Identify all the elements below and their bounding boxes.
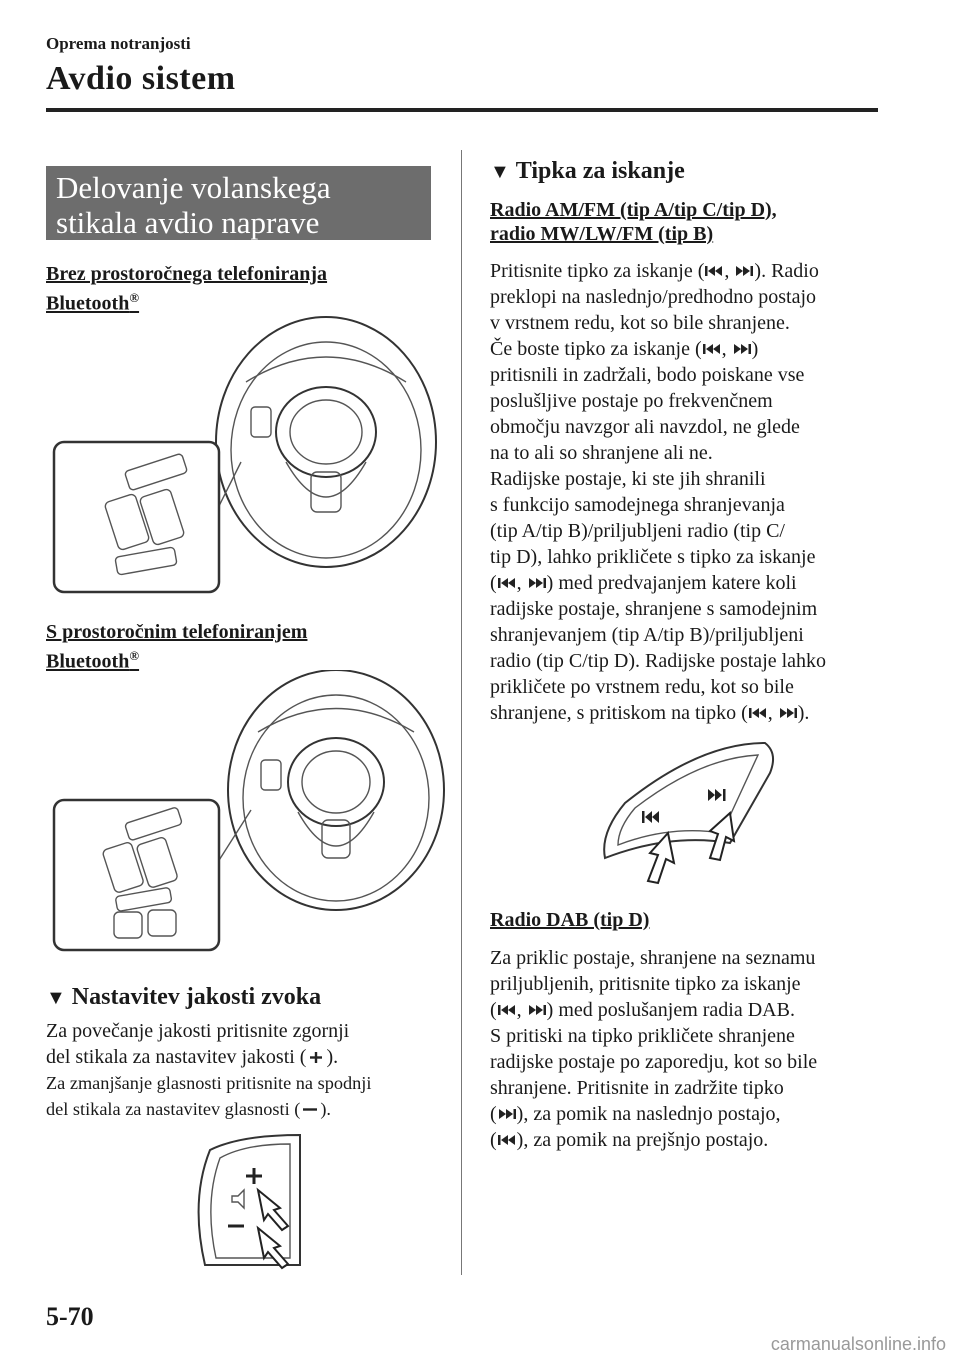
triangle-bullet-icon: ▼	[46, 987, 66, 1009]
steering-wheel-illustration-2	[52, 670, 445, 952]
seek-heading-text: Tipka za iskanje	[515, 158, 685, 184]
seek-forward-icon	[498, 1109, 516, 1119]
seek-back-icon	[497, 1135, 515, 1145]
text-line: poslušljive postaje po frekvenčnem	[490, 390, 773, 412]
text-line: del stikala za nastavitev jakosti (	[46, 1046, 307, 1068]
text-line: tip D), lahko prikličete s tipko za iska…	[490, 546, 816, 568]
text-line: priljubljenih, pritisnite tipko za iskan…	[490, 973, 801, 995]
text-line: (	[490, 572, 497, 594]
subheading-line1: S prostoročnim telefoniranjem	[46, 621, 308, 643]
seek-back-icon	[497, 578, 515, 588]
section-label: Oprema notranjosti	[46, 34, 191, 53]
text-line: radijske postaje po zaporedju, kot so bi…	[490, 1051, 818, 1073]
text-line: na to ali so shranjene ali ne.	[490, 442, 713, 464]
header-divider	[46, 108, 878, 112]
text-line: (tip A/tip B)/priljubljeni radio (tip C/	[490, 520, 785, 542]
comma: ,	[724, 260, 735, 282]
text-line: pritisnili in zadržali, bodo poiskane vs…	[490, 364, 805, 386]
radio-am-fm-subheading: Radio AM/FM (tip A/tip C/tip D), radio M…	[490, 198, 777, 246]
subheading-line2: radio MW/LW/FM (tip B)	[490, 223, 714, 245]
text-line: Če boste tipko za iskanje (	[490, 338, 702, 360]
seek-forward-icon	[708, 789, 726, 801]
section-title-line1: Delovanje volanskega	[56, 170, 331, 205]
subheading-without-handsfree: Brez prostoročnega telefoniranja Bluetoo…	[46, 262, 327, 316]
registered-mark: ®	[129, 648, 140, 663]
text-line: shranjene, s pritiskom na tipko (	[490, 702, 748, 724]
volume-heading: ▼Nastavitev jakosti zvoka	[46, 983, 321, 1012]
text-line: ), za pomik na naslednjo postajo,	[516, 1103, 781, 1125]
seek-heading: ▼Tipka za iskanje	[490, 157, 685, 186]
text-line: radio (tip C/tip D). Radijske postaje la…	[490, 650, 827, 672]
subheading-with-handsfree: S prostoročnim telefoniranjem Bluetooth®	[46, 620, 307, 674]
text-line: (	[490, 1129, 497, 1151]
text-line: ) med predvajanjem katere koli	[546, 572, 797, 594]
page-title: Avdio sistem	[46, 60, 236, 97]
text-line: območju navzgor ali navzdol, ne glede	[490, 416, 800, 438]
text-line: shranjevanjem (tip A/tip B)/priljubljeni	[490, 624, 804, 646]
seek-forward-icon	[736, 266, 754, 276]
page-number: 5-70	[46, 1302, 94, 1331]
text-line: (	[490, 1103, 497, 1125]
steering-wheel-illustration-1	[52, 316, 437, 594]
volume-switch-illustration	[197, 1133, 301, 1270]
seek-forward-icon	[733, 344, 751, 354]
triangle-bullet-icon: ▼	[490, 161, 510, 183]
seek-back-icon	[497, 1005, 515, 1015]
text-line: Radijske postaje, ki ste jih shranili	[490, 468, 766, 490]
watermark: carmanualsonline.info	[770, 1334, 946, 1354]
text-line: shranjene. Pritisnite in zadržite tipko	[490, 1077, 784, 1099]
text-line: ), za pomik na prejšnjo postajo.	[516, 1129, 769, 1151]
text-line: del stikala za nastavitev glasnosti (	[46, 1099, 301, 1119]
seek-back-icon	[642, 811, 659, 823]
section-title-line2: stikala avdio naprave	[56, 205, 320, 240]
seek-forward-icon	[528, 1005, 546, 1015]
registered-mark: ®	[129, 290, 140, 305]
comma: ,	[516, 572, 527, 594]
plus-icon	[310, 1052, 323, 1063]
text-line: Za zmanjšanje glasnosti pritisnite na sp…	[46, 1073, 372, 1093]
text-line: prikličete po vrstnem redu, kot so bile	[490, 676, 794, 698]
comma: ,	[721, 338, 732, 360]
subheading-line1: Radio AM/FM (tip A/tip C/tip D),	[490, 199, 777, 221]
seek-switch-illustration	[603, 741, 775, 885]
text-line: ).	[797, 702, 810, 724]
subheading-line2: Bluetooth	[46, 292, 130, 315]
seek-back-icon	[748, 708, 766, 718]
seek-back-icon	[702, 344, 720, 354]
text-line: Za priklic postaje, shranjene na seznamu	[490, 947, 816, 969]
seek-forward-icon	[779, 708, 797, 718]
dab-subheading: Radio DAB (tip D)	[490, 909, 650, 931]
seek-forward-icon	[528, 578, 546, 588]
text-line: preklopi na naslednjo/predhodno postajo	[490, 286, 817, 308]
text-line: (	[490, 999, 497, 1021]
text-line: s funkcijo samodejnega shranjevanja	[490, 494, 785, 516]
comma: ,	[516, 999, 527, 1021]
seek-paragraph: Pritisnite tipko za iskanje (, ). Radio …	[490, 258, 890, 726]
volume-heading-text: Nastavitev jakosti zvoka	[71, 984, 322, 1010]
text-line: )	[751, 338, 759, 360]
comma: ,	[767, 702, 778, 724]
subheading-line1: Brez prostoročnega telefoniranja	[46, 263, 328, 285]
subheading-line2: Bluetooth	[46, 650, 130, 673]
text-line: ).	[320, 1099, 332, 1119]
text-line: Za povečanje jakosti pritisnite zgornji	[46, 1020, 350, 1042]
column-divider	[461, 150, 462, 1275]
text-line: radijske postaje, shranjene s samodejnim	[490, 598, 818, 620]
text-line: Pritisnite tipko za iskanje (	[490, 260, 705, 282]
section-title-box: Delovanje volanskega stikala avdio napra…	[46, 166, 431, 240]
text-line: ). Radio	[754, 260, 819, 282]
volume-paragraph: Za povečanje jakosti pritisnite zgornji …	[46, 1018, 456, 1122]
text-line: S pritiski na tipko prikličete shranjene	[490, 1025, 795, 1047]
text-line: v vrstnem redu, kot so bile shranjene.	[490, 312, 790, 334]
seek-back-icon	[705, 266, 723, 276]
text-line: ) med poslušanjem radia DAB.	[546, 999, 795, 1021]
dab-paragraph: Za priklic postaje, shranjene na seznamu…	[490, 945, 890, 1153]
minus-icon	[303, 1108, 318, 1111]
text-line: ).	[326, 1046, 339, 1068]
